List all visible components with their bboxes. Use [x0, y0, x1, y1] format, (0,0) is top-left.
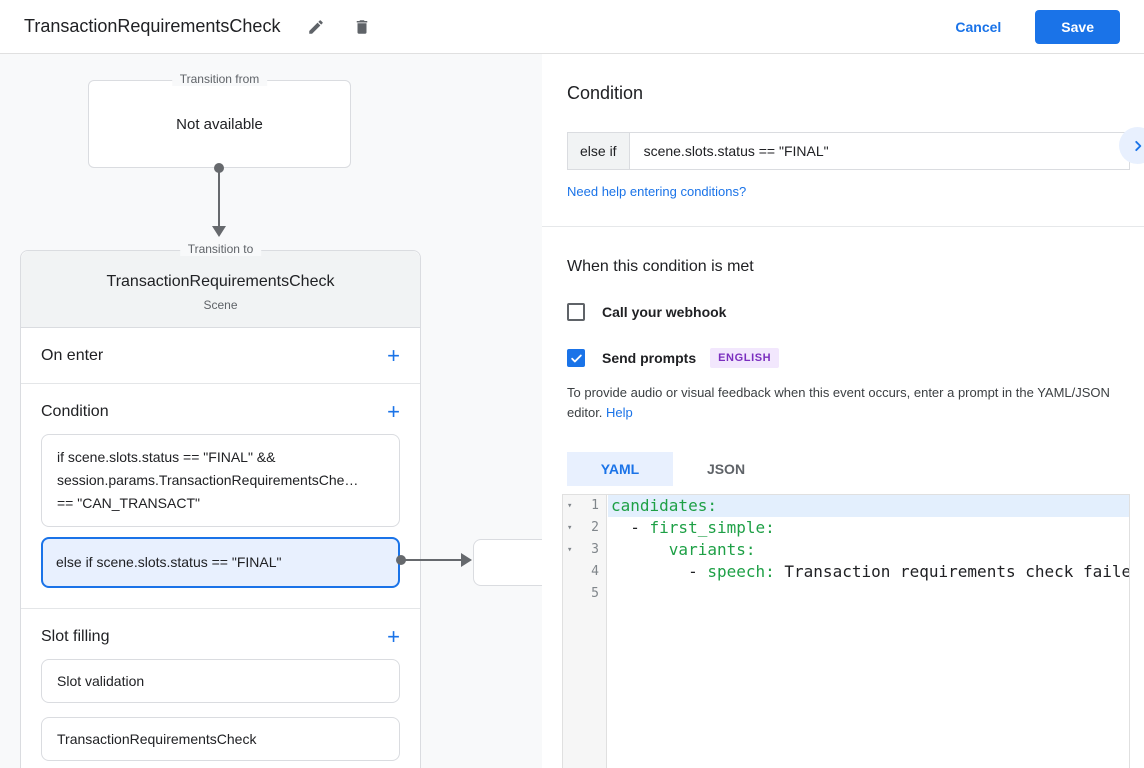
transition-from-node[interactable]: Transition from Not available [88, 72, 351, 168]
code-key: speech: [707, 562, 775, 581]
language-badge: ENGLISH [710, 348, 780, 368]
tab-json[interactable]: JSON [706, 461, 746, 477]
code-key: variants: [668, 540, 756, 559]
when-condition-heading: When this condition is met [567, 258, 754, 275]
condition-item-elseif-selected[interactable]: else if scene.slots.status == "FINAL" [41, 537, 400, 588]
line-number: 4 [591, 564, 599, 579]
code-text [608, 583, 1129, 605]
transition-from-legend: Transition from [171, 72, 268, 86]
condition-prefix-chip: else if [567, 132, 629, 170]
slot-filling-section: Slot filling + Slot validation Transacti… [21, 609, 420, 768]
code-line-2[interactable]: ▾ 2 - first_simple: [563, 517, 1129, 539]
code-text: - speech: Transaction requirements check… [608, 561, 1129, 583]
on-enter-label: On enter [41, 346, 104, 364]
send-prompts-checkbox[interactable] [567, 349, 585, 367]
line-number: 2 [591, 520, 599, 535]
condition-item-if[interactable]: if scene.slots.status == "FINAL" && sess… [41, 434, 400, 527]
condition-section-head: Condition + [41, 392, 400, 432]
slot-filling-label: Slot filling [41, 628, 110, 645]
transition-from-content: Not available [176, 115, 263, 133]
slot-item-transaction[interactable]: TransactionRequirementsCheck [41, 717, 400, 761]
top-bar: TransactionRequirementsCheck Cancel Save [0, 0, 1144, 54]
add-on-enter-icon[interactable]: + [387, 342, 400, 368]
slot-item-validation[interactable]: Slot validation [41, 659, 400, 703]
transition-to-legend: Transition to [179, 242, 262, 256]
scene-title: TransactionRequirementsCheck [24, 16, 281, 36]
send-prompts-label: Send prompts [602, 350, 697, 366]
code-line-3[interactable]: ▾ 3 variants: [563, 539, 1129, 561]
scene-card-subtitle: Scene [203, 298, 238, 312]
condition-line: if scene.slots.status == "FINAL" && [57, 449, 276, 465]
prompt-description-text: To provide audio or visual feedback when… [567, 385, 1110, 420]
code-line-4[interactable]: 4 - speech: Transaction requirements che… [563, 561, 1129, 583]
code-key: first_simple: [649, 518, 775, 537]
code-plain: - [611, 562, 708, 581]
help-link[interactable]: Help [606, 405, 633, 420]
editor-gutter [563, 495, 607, 768]
scene-card-header[interactable]: TransactionRequirementsCheck Scene [21, 251, 420, 328]
yaml-editor[interactable]: ▾ 1 candidates: ▾ 2 - first_simple: ▾ 3 … [562, 494, 1130, 768]
gutter-cell: ▾ 3 [563, 539, 608, 561]
cancel-button[interactable]: Cancel [955, 18, 1002, 35]
slot-filling-section-head: Slot filling + [41, 617, 400, 657]
gutter-cell: 5 [563, 583, 608, 605]
delete-icon[interactable] [352, 17, 372, 37]
condition-section-label: Condition [41, 403, 109, 420]
condition-detail-panel: Condition else if Need help entering con… [542, 54, 1144, 768]
code-plain [611, 540, 669, 559]
line-number: 1 [591, 498, 599, 513]
editor-tabs: YAML JSON [567, 452, 1130, 486]
arrow-right-icon [461, 553, 472, 567]
on-enter-row[interactable]: On enter + [21, 328, 420, 384]
connector-dot-top [214, 163, 224, 173]
gutter-cell: ▾ 1 [563, 495, 608, 517]
connector-dot-right [396, 555, 406, 565]
panel-title: Condition [567, 83, 644, 103]
scene-canvas: Transition from Not available Transition… [0, 54, 542, 768]
line-number: 3 [591, 542, 599, 557]
transition-target-node[interactable] [473, 539, 542, 586]
code-text: variants: [608, 539, 1129, 561]
code-line-5[interactable]: 5 [563, 583, 1129, 605]
transition-to-card: Transition to TransactionRequirementsChe… [20, 242, 421, 768]
tab-yaml[interactable]: YAML [567, 452, 673, 486]
webhook-row: Call your webhook [567, 303, 1130, 321]
arrow-down-icon [212, 226, 226, 237]
panel-divider [542, 226, 1144, 227]
condition-line: else if scene.slots.status == "FINAL" [56, 554, 282, 570]
checkmark-icon [570, 354, 582, 362]
chevron-right-icon [1134, 140, 1141, 151]
gutter-cell: ▾ 2 [563, 517, 608, 539]
gutter-cell: 4 [563, 561, 608, 583]
fold-arrow-icon[interactable]: ▾ [567, 545, 573, 555]
code-plain: Transaction requirements check failed [774, 562, 1129, 581]
line-number: 5 [591, 586, 599, 601]
webhook-checkbox[interactable] [567, 303, 585, 321]
condition-line: == "CAN_TRANSACT" [57, 495, 200, 511]
condition-line: session.params.TransactionRequirementsCh… [57, 472, 359, 488]
code-text: - first_simple: [608, 517, 1129, 539]
conditions-help-link[interactable]: Need help entering conditions? [567, 184, 747, 199]
prompt-description: To provide audio or visual feedback when… [567, 383, 1130, 423]
fold-arrow-icon[interactable]: ▾ [567, 501, 573, 511]
code-line-1[interactable]: ▾ 1 candidates: [563, 495, 1129, 517]
code-key: candidates: [611, 496, 717, 515]
collapse-panel-button[interactable] [1119, 127, 1144, 164]
condition-section: Condition + if scene.slots.status == "FI… [21, 384, 420, 609]
webhook-label: Call your webhook [602, 304, 727, 320]
add-slot-icon[interactable]: + [387, 624, 400, 649]
scene-card-title: TransactionRequirementsCheck [106, 273, 335, 290]
code-plain: - [611, 518, 650, 537]
code-text: candidates: [608, 495, 1129, 517]
fold-arrow-icon[interactable]: ▾ [567, 523, 573, 533]
main-area: Transition from Not available Transition… [0, 54, 1144, 768]
save-button[interactable]: Save [1035, 9, 1120, 44]
connector-line-vertical [218, 170, 220, 228]
add-condition-icon[interactable]: + [387, 399, 400, 424]
condition-expression-row: else if [567, 132, 1130, 170]
connector-line-horizontal [405, 559, 462, 561]
condition-expression-input[interactable] [628, 132, 1130, 170]
edit-icon[interactable] [306, 17, 326, 37]
send-prompts-row: Send prompts ENGLISH [567, 348, 1130, 368]
